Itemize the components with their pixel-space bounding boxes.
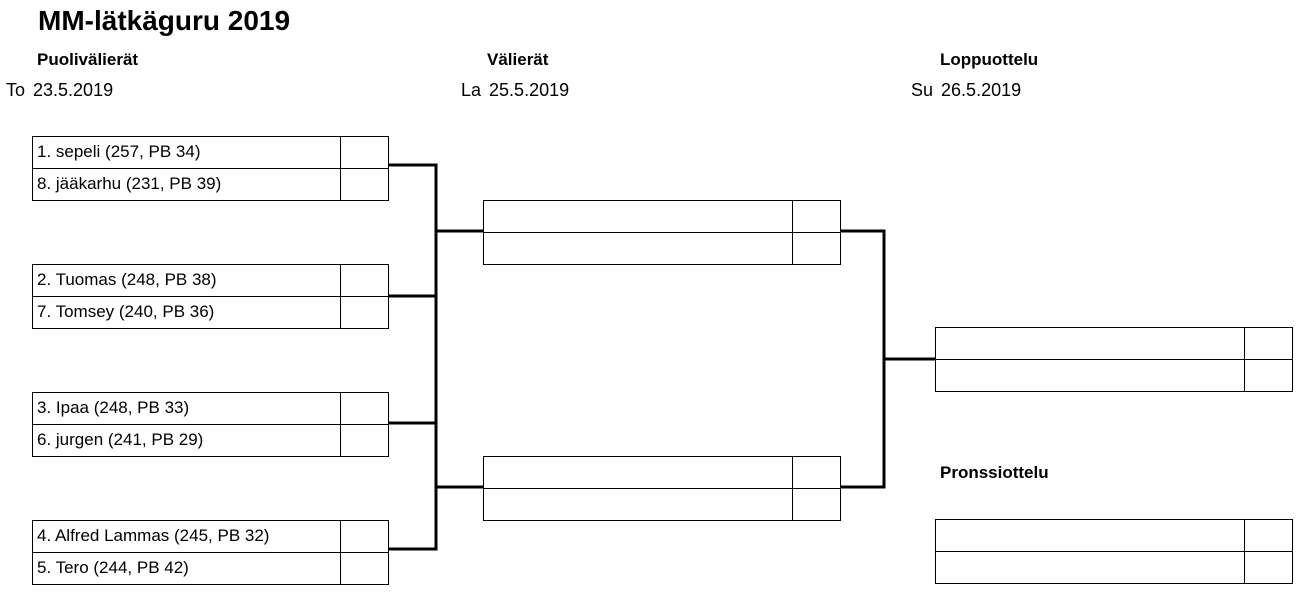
- semifinals-date: 25.5.2019: [489, 80, 570, 100]
- team-name[interactable]: 8. jääkarhu (231, PB 39): [37, 173, 222, 193]
- team-name[interactable]: 4. Alfred Lammas (245, PB 32): [37, 526, 270, 545]
- score-cell[interactable]: [340, 296, 388, 328]
- score-cell[interactable]: [340, 265, 388, 296]
- match-slot-away: 8. jääkarhu (231, PB 39): [33, 168, 388, 200]
- match-slot-away: 5. Tero (244, PB 42): [33, 552, 388, 584]
- score-cell[interactable]: [792, 201, 840, 232]
- score-cell[interactable]: [340, 168, 388, 200]
- final-date-row: Su 26.5.2019: [911, 79, 1021, 101]
- final-label: Loppuottelu: [940, 50, 1039, 69]
- page-title: MM-lätkäguru 2019: [38, 5, 291, 36]
- score-cell[interactable]: [340, 137, 388, 168]
- bronze-label: Pronssiottelu: [940, 463, 1049, 482]
- team-name[interactable]: [484, 489, 792, 521]
- match-slot-away: [484, 232, 840, 265]
- team-name[interactable]: 2. Tuomas (248, PB 38): [37, 270, 217, 289]
- team-name[interactable]: 7. Tomsey (240, PB 36): [37, 301, 215, 321]
- team-name[interactable]: [936, 360, 1244, 392]
- quarterfinal-match-4: 4. Alfred Lammas (245, PB 32) 5. Tero (2…: [32, 520, 389, 585]
- team-name[interactable]: 6. jurgen (241, PB 29): [37, 429, 204, 449]
- match-slot-away: [484, 488, 840, 521]
- score-cell[interactable]: [1244, 359, 1292, 391]
- score-cell[interactable]: [340, 424, 388, 456]
- match-slot-home: 3. Ipaa (248, PB 33): [33, 393, 388, 425]
- quarterfinal-match-1: 1. sepeli (257, PB 34) 8. jääkarhu (231,…: [32, 136, 389, 201]
- bronze-match: [935, 519, 1293, 584]
- quarterfinals-date-row: To 23.5.2019: [6, 79, 113, 101]
- team-name[interactable]: 3. Ipaa (248, PB 33): [37, 398, 190, 417]
- team-name[interactable]: 5. Tero (244, PB 42): [37, 557, 189, 577]
- score-cell[interactable]: [340, 552, 388, 584]
- match-slot-home: [936, 520, 1292, 552]
- semifinals-label: Välierät: [487, 50, 549, 69]
- match-slot-away: 7. Tomsey (240, PB 36): [33, 296, 388, 328]
- match-slot-home: 1. sepeli (257, PB 34): [33, 137, 388, 169]
- team-name[interactable]: [484, 233, 792, 265]
- final-match: [935, 327, 1293, 392]
- team-name[interactable]: [936, 328, 1244, 359]
- quarterfinals-date: 23.5.2019: [33, 80, 114, 100]
- team-name[interactable]: 1. sepeli (257, PB 34): [37, 142, 201, 161]
- quarterfinals-label: Puolivälierät: [37, 50, 139, 69]
- score-cell[interactable]: [340, 521, 388, 552]
- match-slot-home: [484, 457, 840, 489]
- match-slot-home: 2. Tuomas (248, PB 38): [33, 265, 388, 297]
- score-cell[interactable]: [792, 488, 840, 520]
- score-cell[interactable]: [792, 457, 840, 488]
- final-date: 26.5.2019: [941, 80, 1022, 100]
- match-slot-home: [484, 201, 840, 233]
- score-cell[interactable]: [792, 232, 840, 264]
- match-slot-away: [936, 551, 1292, 584]
- team-name[interactable]: [484, 457, 792, 488]
- match-slot-home: 4. Alfred Lammas (245, PB 32): [33, 521, 388, 553]
- score-cell[interactable]: [1244, 551, 1292, 583]
- score-cell[interactable]: [1244, 328, 1292, 359]
- quarterfinals-day: To: [6, 80, 26, 100]
- score-cell[interactable]: [340, 393, 388, 424]
- match-slot-home: [936, 328, 1292, 360]
- team-name[interactable]: [936, 520, 1244, 551]
- score-cell[interactable]: [1244, 520, 1292, 551]
- semifinal-match-1: [483, 200, 841, 265]
- team-name[interactable]: [484, 201, 792, 232]
- match-slot-away: [936, 359, 1292, 392]
- final-day: Su: [911, 80, 934, 100]
- semifinal-match-2: [483, 456, 841, 521]
- semifinals-day: La: [461, 80, 482, 100]
- semifinals-date-row: La 25.5.2019: [461, 79, 569, 101]
- team-name[interactable]: [936, 552, 1244, 584]
- match-slot-away: 6. jurgen (241, PB 29): [33, 424, 388, 456]
- quarterfinal-match-2: 2. Tuomas (248, PB 38) 7. Tomsey (240, P…: [32, 264, 389, 329]
- quarterfinal-match-3: 3. Ipaa (248, PB 33) 6. jurgen (241, PB …: [32, 392, 389, 457]
